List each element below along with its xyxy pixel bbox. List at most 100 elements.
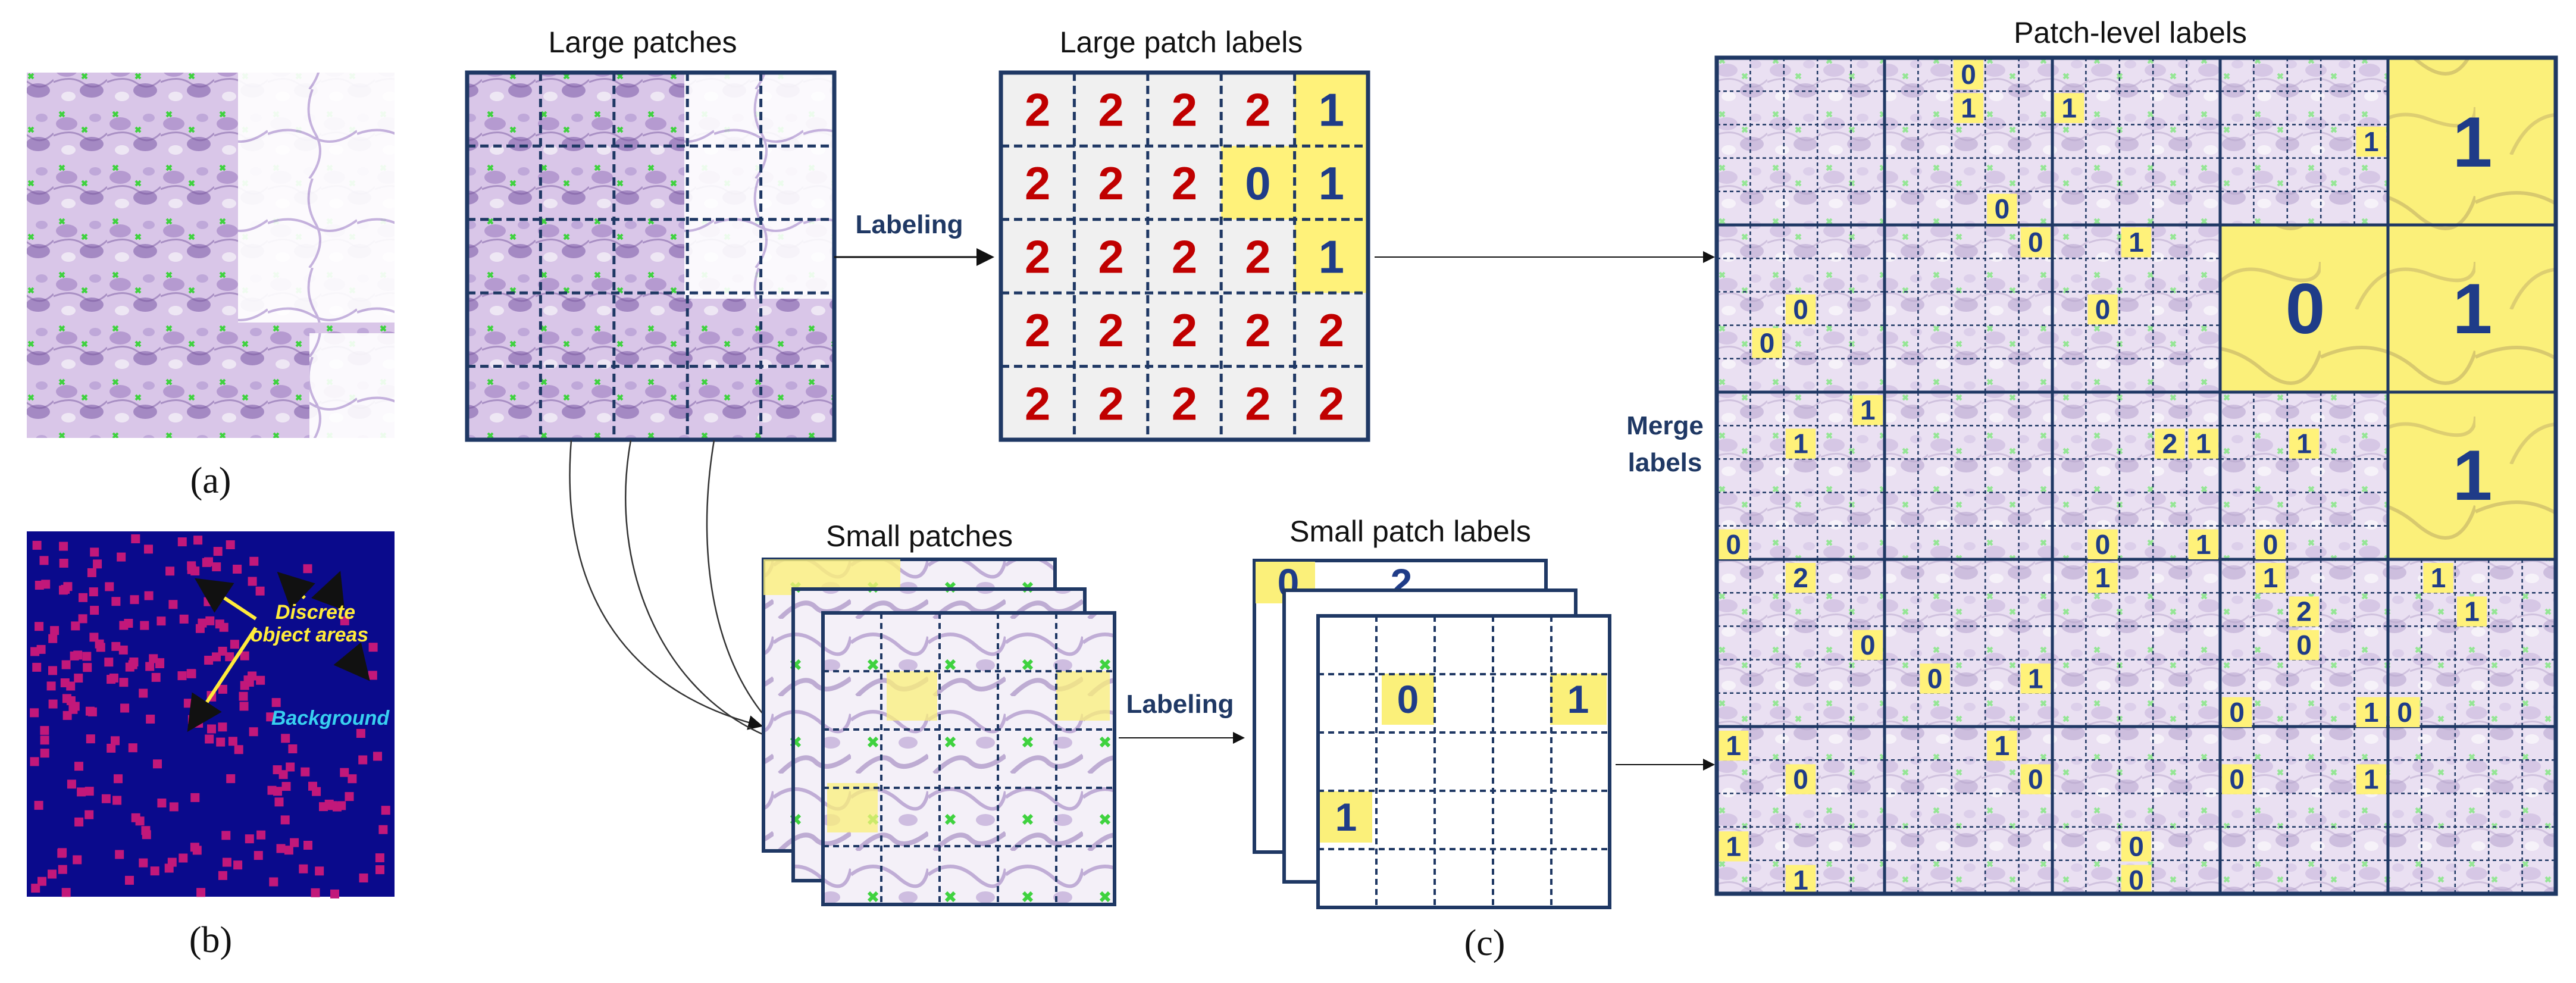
mask-object-square — [228, 737, 237, 746]
merged-small-highlight — [2255, 529, 2286, 559]
merged-small-highlight — [2289, 428, 2320, 459]
mask-object-square — [79, 593, 87, 602]
mask-object-square — [274, 797, 284, 807]
large-label-digit: 2 — [1319, 304, 1344, 356]
merged-small-highlight — [1852, 395, 1883, 425]
mask-object-square — [248, 671, 257, 681]
mask-object-square — [119, 621, 129, 630]
merged-small-highlight — [1953, 93, 1984, 123]
mask-object-square — [111, 736, 120, 746]
merged-small-label: 1 — [2129, 227, 2144, 258]
merged-small-highlight — [2020, 764, 2051, 794]
mask-object-square — [212, 562, 221, 572]
mask-object-square — [35, 622, 44, 631]
merged-small-label: 2 — [1793, 562, 1808, 593]
mask-object-square — [140, 621, 149, 630]
merge-labels-line2: labels — [1628, 448, 1702, 477]
merged-small-label: 1 — [2296, 428, 2312, 459]
mask-object-square — [222, 857, 231, 867]
large-patches-grid — [467, 73, 834, 440]
mask-object-square — [40, 749, 49, 758]
mask-object-square — [120, 703, 130, 713]
merged-small-highlight — [1785, 563, 1816, 593]
mask-object-square — [276, 844, 286, 853]
large-label-digit: 2 — [1025, 377, 1050, 430]
mask-object-square — [183, 699, 193, 708]
mask-object-square — [144, 591, 154, 600]
mask-object-square — [84, 810, 94, 819]
mask-object-square — [57, 849, 67, 858]
merged-small-label: 0 — [2028, 227, 2043, 258]
mask-object-square — [111, 597, 121, 606]
merged-small-highlight — [1752, 328, 1782, 358]
mask-object-square — [89, 633, 99, 642]
mask-object-square — [165, 566, 175, 576]
mask-object-square — [40, 735, 49, 745]
panel-b-caption: (b) — [189, 920, 232, 960]
merged-big-label-3: 1 — [2453, 269, 2493, 349]
merged-small-label: 0 — [2229, 697, 2245, 728]
mask-object-square — [87, 568, 96, 577]
mask-object-square — [328, 801, 337, 810]
mask-object-square — [107, 743, 116, 753]
merged-small-label: 0 — [1726, 529, 1741, 560]
merged-small-highlight — [1719, 529, 1749, 559]
merged-small-label: 2 — [2162, 428, 2178, 459]
mask-object-square — [61, 660, 71, 669]
mask-object-square — [281, 734, 290, 743]
mask-object-square — [193, 536, 203, 545]
panel-a-caption: (a) — [190, 461, 231, 501]
mask-object-square — [340, 616, 349, 625]
merged-big-label-2: 0 — [2286, 269, 2325, 349]
mask-object-square — [66, 681, 76, 691]
mask-object-square — [93, 559, 102, 569]
merged-small-highlight — [2054, 93, 2084, 123]
mask-object-square — [218, 684, 227, 694]
mask-object-squares — [30, 534, 390, 899]
mask-object-square — [230, 640, 239, 649]
mask-object-square — [157, 799, 167, 807]
mask-object-square — [233, 860, 243, 870]
merged-small-label: 1 — [1793, 428, 1808, 459]
mask-object-square — [177, 537, 187, 547]
mask-object-square — [218, 871, 227, 880]
mask-object-square — [245, 834, 254, 844]
mask-object-square — [37, 876, 46, 886]
mask-object-square — [204, 597, 213, 606]
mask-object-square — [34, 800, 43, 810]
mask-object-square — [131, 534, 140, 543]
merged-small-highlight — [2390, 697, 2420, 727]
merged-small-highlight — [2087, 563, 2118, 593]
mask-object-square — [368, 671, 377, 680]
mask-object-square — [139, 858, 148, 868]
mask-object-square — [62, 694, 71, 703]
merged-small-highlight — [1719, 731, 1749, 761]
mask-object-square — [256, 830, 266, 840]
merged-small-label: 0 — [1793, 764, 1808, 795]
large-label-digit: 2 — [1025, 304, 1050, 356]
mask-object-square — [71, 621, 80, 631]
mask-object-square — [130, 595, 139, 605]
merged-small-label: 0 — [1995, 193, 2010, 224]
panel-c-caption: (c) — [1464, 923, 1505, 963]
large-label-digit: 2 — [1245, 377, 1270, 430]
mask-object-square — [256, 675, 265, 685]
mask-object-square — [205, 616, 215, 625]
mask-object-square — [63, 582, 73, 591]
merged-small-label: 1 — [1726, 831, 1741, 862]
large-label-digit: 2 — [1172, 231, 1197, 283]
mask-object-square — [50, 626, 60, 635]
mask-object-square — [348, 774, 357, 784]
mask-object-square — [70, 651, 79, 660]
merged-small-highlight — [2020, 663, 2051, 694]
mask-object-square — [156, 616, 166, 626]
mask-object-square — [128, 660, 137, 669]
mask-object-square — [239, 702, 249, 711]
merged-small-label: 0 — [2129, 831, 2144, 862]
mask-object-square — [375, 853, 384, 863]
mask-object-square — [77, 787, 86, 797]
large-label-digit: 2 — [1172, 84, 1197, 136]
mask-object-square — [253, 851, 263, 860]
mask-object-square — [59, 541, 68, 551]
large-label-digit: 2 — [1098, 157, 1123, 209]
